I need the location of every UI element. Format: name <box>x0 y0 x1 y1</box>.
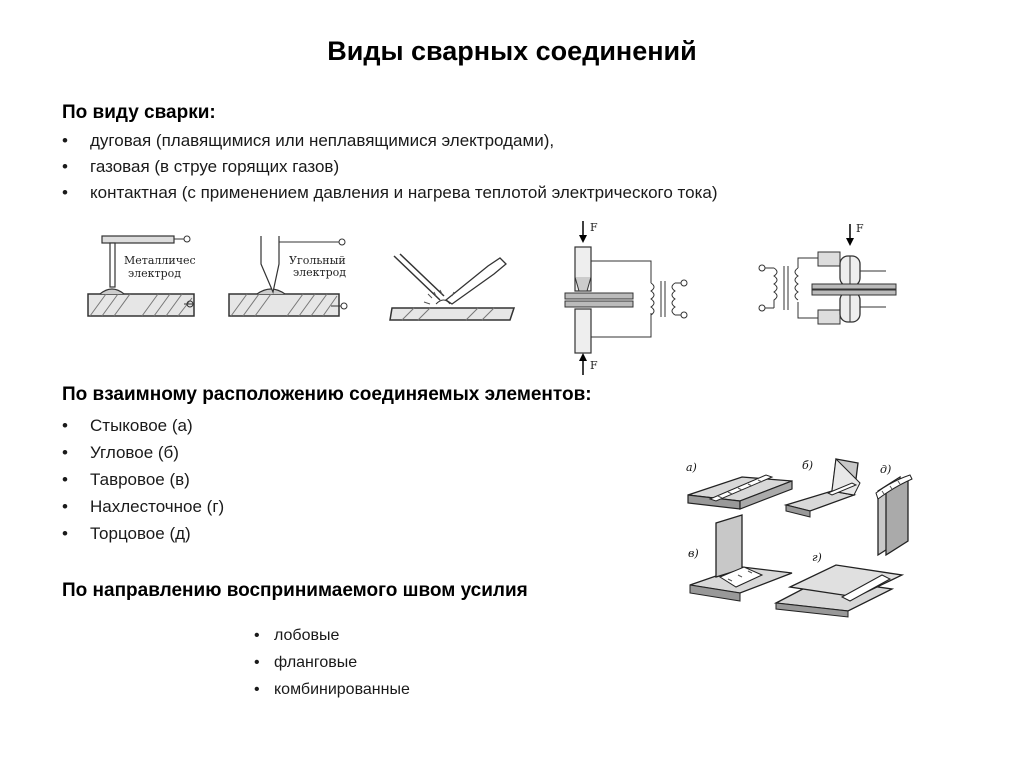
joint-label-v: в) <box>688 547 699 560</box>
metal-electrode-label-1: Металлический <box>124 254 196 267</box>
joint-lap-g: г) <box>773 551 905 618</box>
force-direction-list: лобовые фланговые комбинированные <box>254 622 410 703</box>
gas-welding-figure <box>388 252 518 324</box>
welding-type-heading: По виду сварки: <box>62 102 216 123</box>
list-item: Торцовое (д) <box>62 520 224 547</box>
list-item: контактная (с применением давления и наг… <box>62 180 718 206</box>
joint-tee-v: в) <box>688 514 793 602</box>
carbon-electrode-label-2: электрод <box>293 266 346 279</box>
force-label-top: F <box>590 221 598 234</box>
list-item: комбинированные <box>254 676 410 703</box>
list-item: дуговая (плавящимися или неплавящимися э… <box>62 128 718 154</box>
resistance-welding-figure: F F <box>563 217 693 377</box>
list-item: Угловое (б) <box>62 439 224 466</box>
list-item: фланговые <box>254 649 410 676</box>
force-direction-heading: По направлению воспринимаемого швом усил… <box>62 580 528 601</box>
joint-label-g: г) <box>812 551 822 564</box>
joint-edge-d: д) <box>875 463 913 557</box>
joint-label-b: б) <box>802 459 813 472</box>
joint-label-a: а) <box>686 461 697 474</box>
list-item: газовая (в струе горящих газов) <box>62 154 718 180</box>
page-title: Виды сварных соединений <box>327 36 697 66</box>
carbon-electrode-label-1: Угольный <box>289 254 346 267</box>
carbon-electrode-arc-figure: Угольный электрод <box>227 232 352 324</box>
force-label-bottom: F <box>590 359 598 372</box>
welding-type-list: дуговая (плавящимися или неплавящимися э… <box>62 128 718 206</box>
list-item: Нахлесточное (г) <box>62 493 224 520</box>
arrangement-heading: По взаимному расположению соединяемых эл… <box>62 384 592 405</box>
metal-electrode-label-2: электрод <box>128 267 181 280</box>
joint-types-figure: а) б) д) в) <box>682 457 940 627</box>
metal-electrode-arc-figure: Металлический электрод <box>86 222 196 322</box>
list-item: Тавровое (в) <box>62 466 224 493</box>
list-item: лобовые <box>254 622 410 649</box>
joint-corner-b: б) <box>783 457 861 518</box>
force-label-seam: F <box>856 222 864 235</box>
arrangement-list: Стыковое (а) Угловое (б) Тавровое (в) На… <box>62 412 224 547</box>
joint-label-d: д) <box>880 463 891 476</box>
seam-welding-figure: F <box>758 222 898 342</box>
list-item: Стыковое (а) <box>62 412 224 439</box>
joint-butt-a: а) <box>686 461 793 510</box>
